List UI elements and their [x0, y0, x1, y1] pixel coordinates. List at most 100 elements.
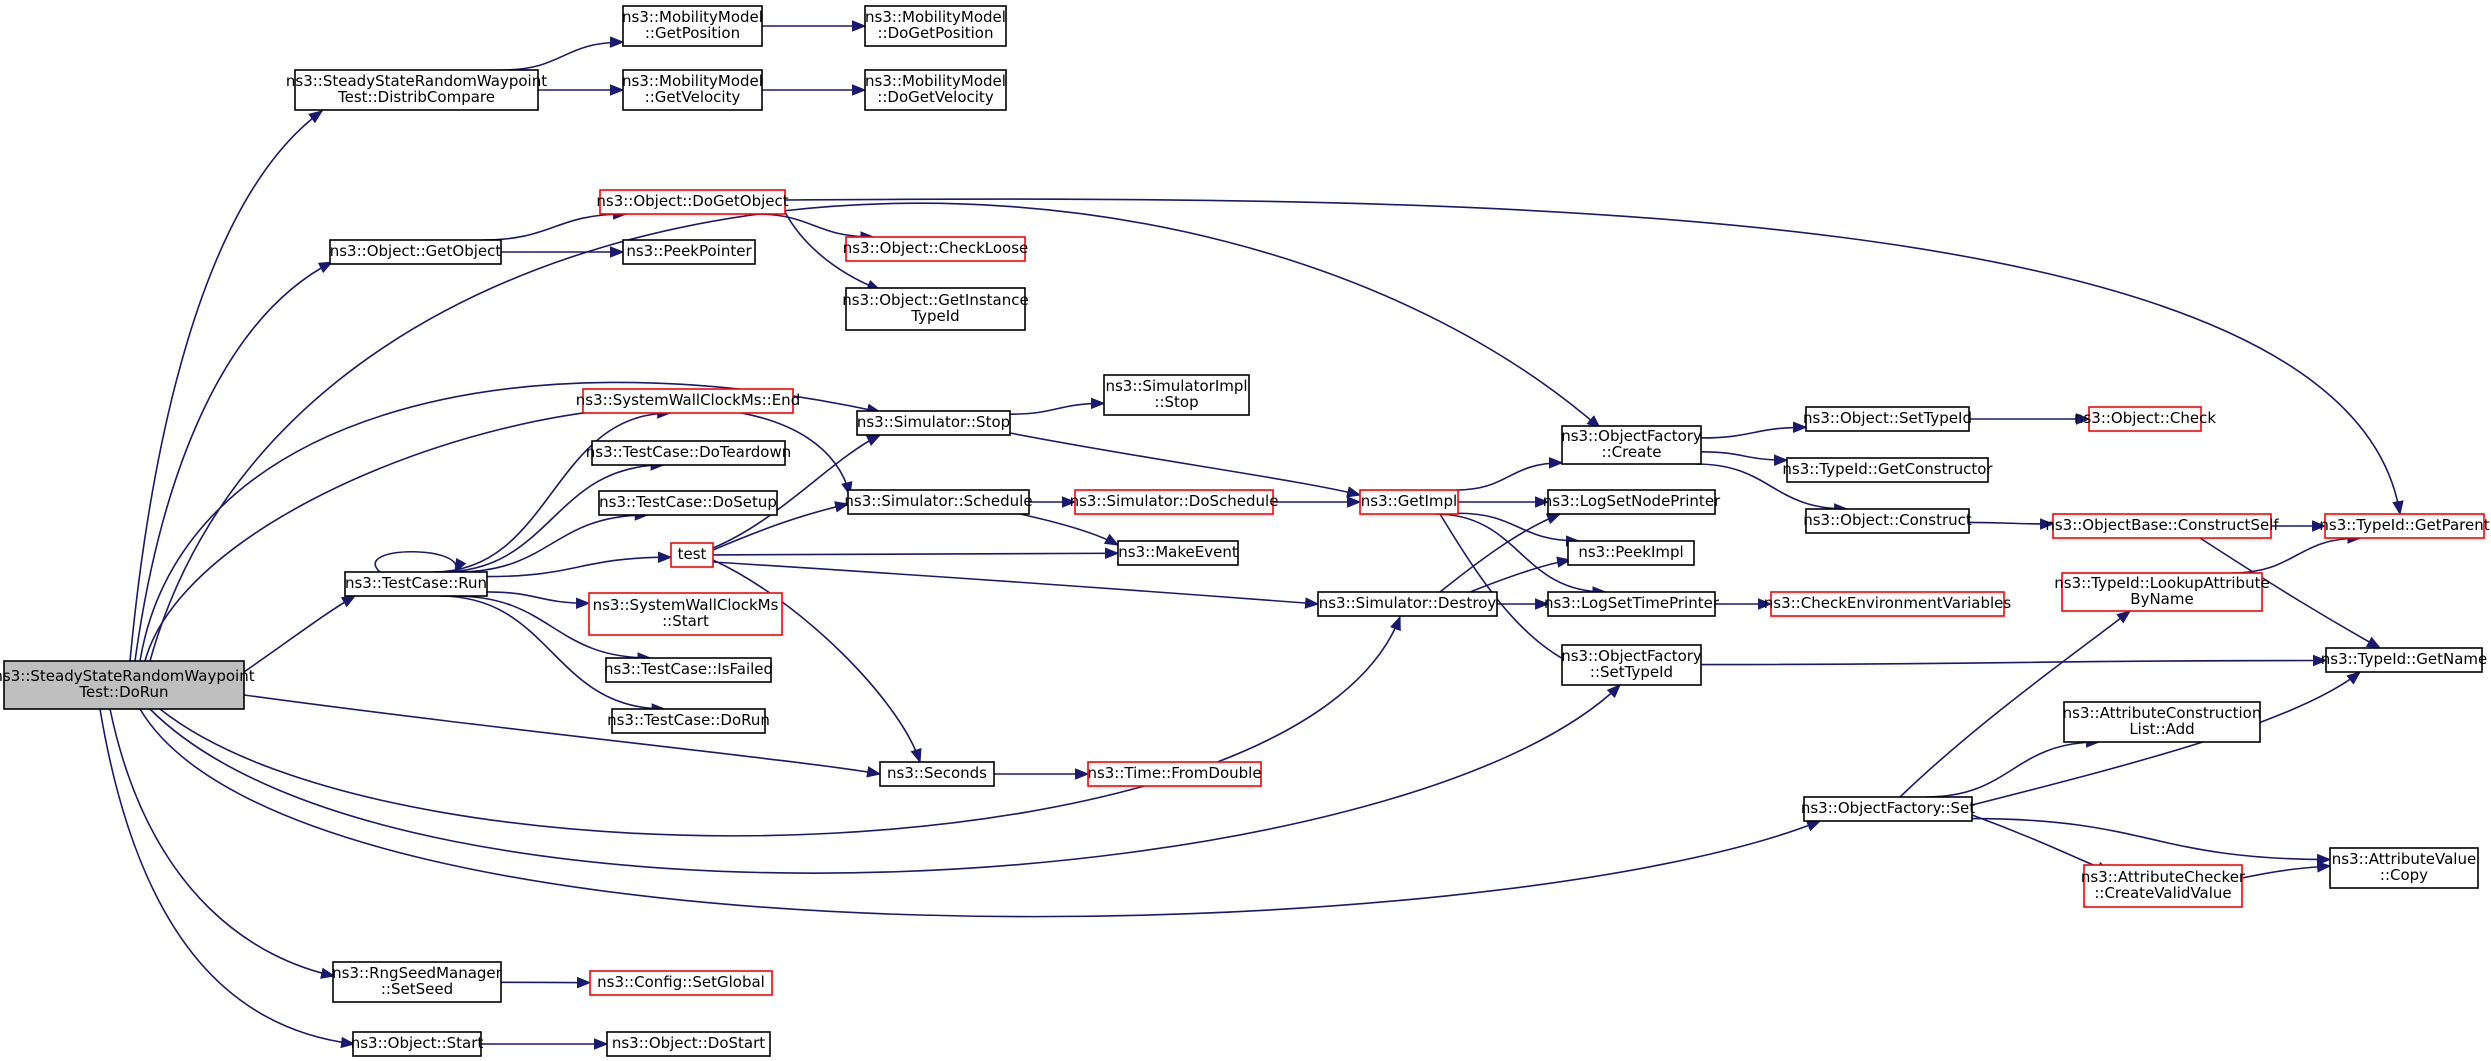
node-box: [582, 388, 794, 414]
node-label: ns3::PeekPointer: [626, 242, 752, 260]
node-logsetnode[interactable]: ns3::LogSetNodePrinter: [1543, 489, 1721, 515]
node-tcdorun[interactable]: ns3::TestCase::DoRun: [607, 708, 770, 734]
edge-run-to-sysend: [433, 407, 672, 573]
node-getobject[interactable]: ns3::Object::GetObject: [329, 239, 502, 265]
node-label: ns3::ObjectFactory::Set: [1801, 799, 1975, 817]
node-setseed[interactable]: ns3::RngSeedManager::SetSeed: [332, 961, 503, 1003]
edge-getimpl-to-ofsettypeid: [1439, 513, 1577, 666]
node-makeevent[interactable]: ns3::MakeEvent: [1117, 540, 1239, 566]
node-dosetup[interactable]: ns3::TestCase::DoSetup: [598, 490, 778, 516]
node-label: ns3::GetImpl: [1361, 492, 1457, 510]
node-checkloose[interactable]: ns3::Object::CheckLoose: [843, 236, 1029, 262]
node-box: [1117, 540, 1239, 566]
node-objcheck[interactable]: ns3::Object::Check: [2074, 406, 2216, 432]
edge-getimpl-to-ofcreate: [1455, 457, 1564, 491]
node-constructself[interactable]: ns3::ObjectBase::ConstructSelf: [2045, 513, 2279, 539]
node-label: ns3::TestCase::DoRun: [607, 711, 770, 729]
node-construct[interactable]: ns3::Object::Construct: [1803, 508, 1972, 534]
node-label: ns3::Simulator::Schedule: [844, 492, 1032, 510]
node-objsettypeid[interactable]: ns3::Object::SetTypeId: [1803, 406, 1972, 432]
node-schedule[interactable]: ns3::Simulator::Schedule: [844, 489, 1033, 515]
node-avcopy[interactable]: ns3::AttributeValue::Copy: [2329, 847, 2479, 889]
edge-distrib-to-getpos: [502, 36, 625, 71]
node-box: [591, 440, 786, 466]
nodes-layer: ns3::SteadyStateRandomWaypointTest::DoRu…: [0, 5, 2490, 1057]
node-dogetvel[interactable]: ns3::MobilityModel::DoGetVelocity: [864, 69, 1007, 111]
node-sysend[interactable]: ns3::SystemWallClockMs::End: [576, 388, 800, 414]
node-checkenv[interactable]: ns3::CheckEnvironmentVariables: [1764, 591, 2012, 617]
node-dogetobject[interactable]: ns3::Object::DoGetObject: [596, 189, 789, 215]
node-test[interactable]: test: [670, 542, 714, 568]
edge-test-to-schedule: [712, 501, 850, 551]
edge-run-to-teardown: [440, 459, 665, 573]
node-ofset[interactable]: ns3::ObjectFactory::Set: [1801, 796, 1975, 822]
node-getname[interactable]: ns3::TypeId::GetName: [2321, 647, 2487, 673]
node-peekpointer[interactable]: ns3::PeekPointer: [622, 239, 756, 265]
node-label: ns3::TypeId::GetParent: [2319, 516, 2489, 534]
edge-root-to-run: [243, 595, 357, 673]
node-label: ns3::MobilityModel: [865, 72, 1006, 90]
node-label: ns3::Seconds: [887, 764, 987, 782]
node-box: [1803, 796, 1973, 822]
node-label: Test::DoRun: [78, 683, 168, 701]
node-logsettime[interactable]: ns3::LogSetTimePrinter: [1544, 591, 1720, 617]
node-simstop[interactable]: ns3::Simulator::Stop: [856, 410, 1011, 436]
node-label: ns3::Object::DoStart: [612, 1034, 765, 1052]
node-ofsettypeid[interactable]: ns3::ObjectFactory::SetTypeId: [1561, 644, 1702, 686]
node-fromdouble[interactable]: ns3::Time::FromDouble: [1087, 761, 1262, 787]
node-label: ::SetSeed: [381, 980, 453, 998]
node-box: [1547, 591, 1716, 617]
node-label: ns3::CheckEnvironmentVariables: [1764, 594, 2012, 612]
node-createvalid[interactable]: ns3::AttributeChecker::CreateValidValue: [2081, 864, 2246, 908]
node-simimplstop[interactable]: ns3::SimulatorImpl::Stop: [1103, 374, 1250, 416]
node-label: ns3::SteadyStateRandomWaypoint: [286, 72, 547, 90]
node-dogetpos[interactable]: ns3::MobilityModel::DoGetPosition: [864, 5, 1007, 47]
node-box: [622, 239, 756, 265]
node-objstart[interactable]: ns3::Object::Start: [351, 1031, 484, 1057]
node-box: [1786, 457, 1989, 483]
node-isfailed[interactable]: ns3::TestCase::IsFailed: [604, 657, 773, 683]
node-box: [599, 189, 786, 215]
node-sysstart[interactable]: ns3::SystemWallClockMs::Start: [588, 592, 783, 636]
node-ofcreate[interactable]: ns3::ObjectFactory::Create: [1561, 425, 1702, 465]
node-label: ns3::AttributeConstruction: [2063, 704, 2262, 722]
node-label: ns3::Object::SetTypeId: [1803, 409, 1972, 427]
node-label: Test::DistribCompare: [337, 88, 495, 106]
edge-root-to-destroy: [159, 615, 1401, 837]
node-getvel[interactable]: ns3::MobilityModel::GetVelocity: [622, 69, 763, 111]
node-box: [845, 236, 1026, 262]
node-label: ns3::AttributeChecker: [2081, 868, 2246, 886]
node-root[interactable]: ns3::SteadyStateRandomWaypointTest::DoRu…: [0, 660, 255, 710]
node-label: ::SetTypeId: [1590, 663, 1673, 681]
node-label: ::Copy: [2380, 866, 2428, 884]
edge-dogetobject-to-getparent: [784, 198, 2404, 516]
node-seconds[interactable]: ns3::Seconds: [879, 761, 995, 787]
edge-root-to-seconds: [243, 694, 882, 778]
node-box: [670, 542, 714, 568]
node-label: ns3::Object::DoGetObject: [596, 192, 788, 210]
node-label: ns3::SteadyStateRandomWaypoint: [0, 667, 255, 685]
node-label: ns3::TypeId::GetConstructor: [1782, 460, 1993, 478]
edge-ofset-to-avcopy: [1971, 817, 2332, 866]
edge-run-to-dosetup: [456, 509, 650, 573]
node-label: ::Start: [662, 612, 709, 630]
edge-run-to-isfailed: [454, 595, 652, 664]
node-distrib[interactable]: ns3::SteadyStateRandomWaypointTest::Dist…: [286, 69, 547, 111]
node-doschedule[interactable]: ns3::Simulator::DoSchedule: [1070, 489, 1279, 515]
node-getimpl[interactable]: ns3::GetImpl: [1359, 489, 1459, 515]
node-setglobal[interactable]: ns3::Config::SetGlobal: [589, 970, 773, 996]
node-peekimpl[interactable]: ns3::PeekImpl: [1567, 540, 1695, 566]
edge-getimpl-to-logsettime: [1435, 513, 1607, 598]
node-dostart[interactable]: ns3::Object::DoStart: [606, 1031, 771, 1057]
node-getconstructor[interactable]: ns3::TypeId::GetConstructor: [1782, 457, 1993, 483]
node-run[interactable]: ns3::TestCase::Run: [344, 571, 488, 597]
node-box: [879, 761, 995, 787]
node-getpos[interactable]: ns3::MobilityModel::GetPosition: [622, 5, 763, 47]
node-teardown[interactable]: ns3::TestCase::DoTeardown: [586, 440, 791, 466]
node-label: ns3::RngSeedManager: [332, 964, 503, 982]
node-destroy[interactable]: ns3::Simulator::Destroy: [1317, 591, 1498, 617]
node-getparent[interactable]: ns3::TypeId::GetParent: [2319, 513, 2490, 539]
